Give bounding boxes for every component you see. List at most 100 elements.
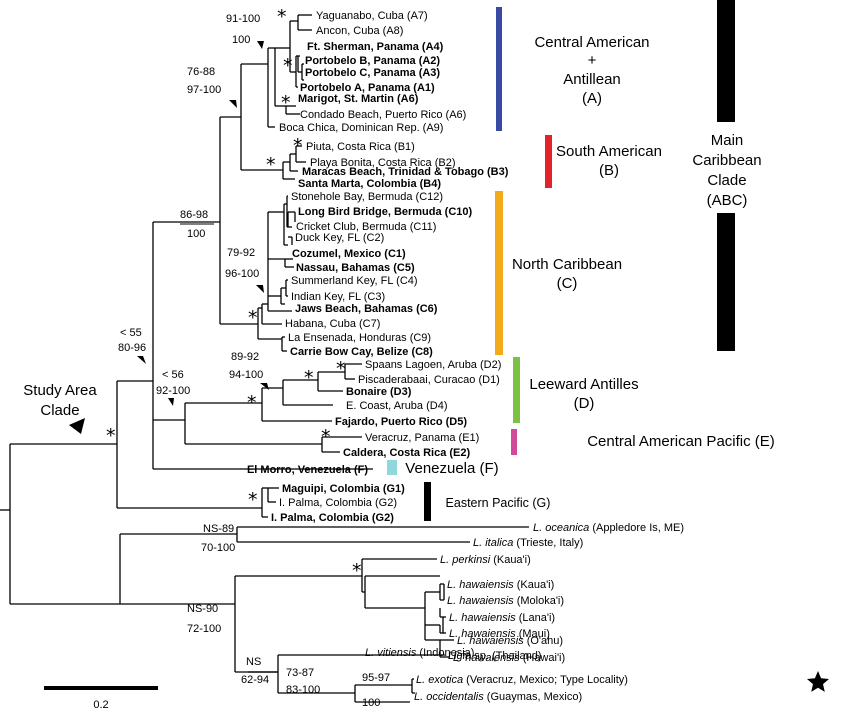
type-locality-star-icon [807, 671, 829, 692]
taxon-occidentalis: L. occidentalis (Guaymas, Mexico) [414, 691, 582, 703]
study-area-arrow-icon [69, 418, 85, 434]
clade-a-label-1: Central American [534, 34, 649, 51]
support-s24: 100 [362, 697, 380, 709]
clade-labels: Central American + Antillean (A) South A… [23, 34, 774, 510]
support-s6: 100 [187, 228, 205, 240]
clade-c-label-2: (C) [557, 275, 578, 292]
support-s13: 89-92 [231, 351, 259, 363]
taxon-c2: Duck Key, FL (C2) [295, 232, 384, 244]
support-s17: NS-90 [187, 603, 218, 615]
taxon-italica: L. italica (Trieste, Italy) [473, 537, 583, 549]
taxon-e1: Veracruz, Panama (E1) [365, 432, 479, 444]
support-star: * [277, 6, 287, 28]
taxon-f: El Morro, Venezuela (F) [247, 464, 368, 476]
arrowhead-icon [229, 100, 237, 108]
taxon-c12: Stonehole Bay, Bermuda (C12) [291, 191, 443, 203]
taxon-labels: Yaguanabo, Cuba (A7) Ancon, Cuba (A8) Ft… [247, 10, 684, 703]
support-s4: 97-100 [187, 84, 221, 96]
support-s10: 80-96 [118, 342, 146, 354]
taxon-d2: Spaans Lagoen, Aruba (D2) [365, 359, 501, 371]
clade-a-label-3: Antillean [563, 71, 621, 88]
taxon-c11: Cricket Club, Bermuda (C11) [296, 221, 436, 233]
clade-g-bar [424, 482, 431, 521]
taxon-g2-bold: I. Palma, Colombia (G2) [271, 512, 394, 524]
taxon-a9: Boca Chica, Dominican Rep. (A9) [279, 122, 443, 134]
support-star: * [321, 426, 331, 448]
taxon-exotica: L. exotica (Veracruz, Mexico; Type Local… [416, 674, 628, 686]
support-s22: 83-100 [286, 684, 320, 696]
support-star: * [352, 560, 362, 582]
clade-bars [387, 0, 735, 521]
clade-b-label-2: (B) [599, 162, 619, 179]
clade-d-label-2: (D) [574, 395, 595, 412]
support-s7: 79-92 [227, 247, 255, 259]
taxon-oceanica: L. oceanica (Appledore Is, ME) [533, 522, 684, 534]
support-values: 91-100 100 76-88 97-100 86-98 100 79-92 … [106, 6, 390, 709]
support-star: * [248, 489, 258, 511]
taxon-hawaiensis-maui: L. hawaiensis (Maui) [449, 628, 550, 640]
taxon-a1: Portobelo A, Panama (A1) [300, 82, 435, 94]
support-star: * [283, 55, 293, 77]
support-s23: 95-97 [362, 672, 390, 684]
support-s21: 73-87 [286, 667, 314, 679]
taxon-c1: Cozumel, Mexico (C1) [292, 248, 406, 260]
arrowhead-icon [137, 356, 146, 364]
clade-b-label-1: South American [556, 143, 662, 160]
taxon-c5: Nassau, Bahamas (C5) [296, 262, 415, 274]
taxon-d1: Piscaderabaai, Curacao (D1) [358, 374, 500, 386]
support-s19: NS [246, 656, 261, 668]
clade-d-bar [513, 357, 520, 423]
taxon-d4: E. Coast, Aruba (D4) [346, 400, 448, 412]
taxon-b4: Santa Marta, Colombia (B4) [298, 178, 441, 190]
taxon-hawaiensis-oahu: L. hawaiensis (O'ahu) [457, 635, 563, 647]
taxon-b2: Playa Bonita, Costa Rica (B2) [310, 157, 456, 169]
arrowhead-icon [257, 41, 264, 49]
support-s14: 94-100 [229, 369, 263, 381]
arrowhead-icon [256, 285, 264, 293]
support-s11: < 56 [162, 369, 184, 381]
main-clade-bar-top [717, 0, 735, 122]
support-star: * [248, 307, 258, 329]
clade-a-label-4: (A) [582, 90, 602, 107]
taxon-b1: Piuta, Costa Rica (B1) [306, 141, 415, 153]
arrowhead-icon [260, 383, 269, 390]
taxon-c10: Long Bird Bridge, Bermuda (C10) [298, 206, 473, 218]
scale-bar-label: 0.2 [93, 699, 108, 711]
study-area-label-2: Clade [40, 402, 79, 419]
support-star: * [304, 367, 314, 389]
support-s9: < 55 [120, 327, 142, 339]
support-star: * [247, 392, 257, 414]
clade-a-bar [496, 7, 502, 131]
clade-c-label-1: North Caribbean [512, 256, 622, 273]
support-s12: 92-100 [156, 385, 190, 397]
clade-g-label: Eastern Pacific (G) [446, 496, 551, 510]
support-s8: 96-100 [225, 268, 259, 280]
taxon-e2: Caldera, Costa Rica (E2) [343, 447, 470, 459]
main-clade-label-1: Main [711, 132, 744, 149]
clade-f-box [387, 460, 397, 475]
support-star: * [281, 92, 291, 114]
scale-bar: 0.2 [44, 686, 158, 711]
clade-a-label-2: + [588, 52, 597, 69]
clade-e-label: Central American Pacific (E) [587, 433, 775, 450]
support-star: * [266, 154, 276, 176]
support-s3: 76-88 [187, 66, 215, 78]
clade-b-bar [545, 135, 552, 188]
support-star: * [106, 425, 116, 447]
clade-d-label-1: Leeward Antilles [529, 376, 638, 393]
support-s20: 62-94 [241, 674, 269, 686]
clade-f-label: Venezuela (F) [405, 460, 498, 477]
taxon-d3: Bonaire (D3) [346, 386, 412, 398]
clade-e-bar [511, 429, 517, 455]
taxon-c3: Indian Key, FL (C3) [291, 291, 385, 303]
support-s2: 100 [232, 34, 250, 46]
clade-c-bar [495, 191, 503, 355]
support-star: * [293, 135, 303, 157]
taxon-a6-condado: Condado Beach, Puerto Rico (A6) [300, 109, 466, 121]
taxon-c7: Habana, Cuba (C7) [285, 318, 380, 330]
taxon-a8: Ancon, Cuba (A8) [316, 25, 403, 37]
arrowhead-icon [168, 398, 174, 406]
taxon-ligia-thailand: Ligia sp. (Thailand) [448, 650, 542, 662]
support-s18: 72-100 [187, 623, 221, 635]
